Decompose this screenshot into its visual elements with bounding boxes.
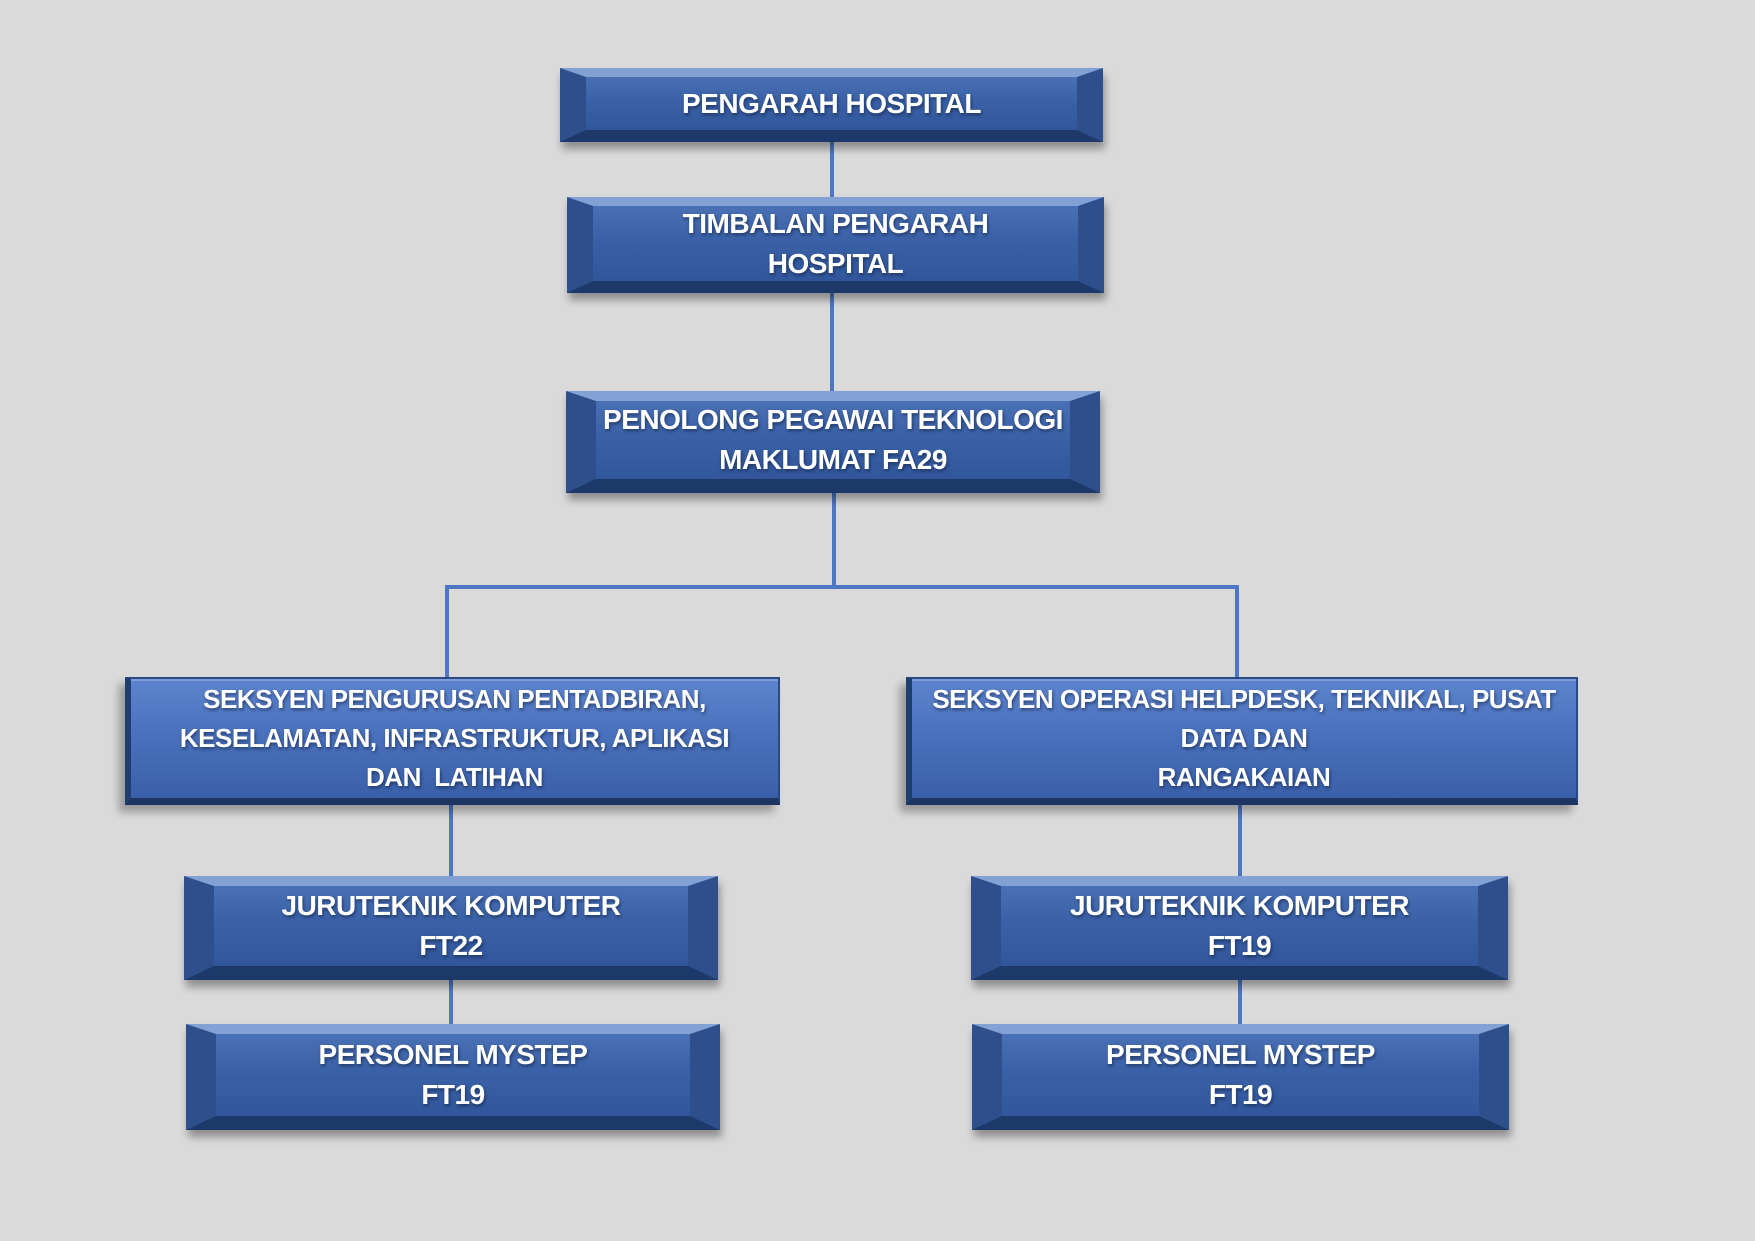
org-box-label: RANGAKAIAN <box>1157 762 1331 792</box>
org-box-label: HOSPITAL <box>767 247 904 279</box>
org-box-seksyen-operasi: SEKSYEN OPERASI HELPDESK, TEKNIKAL, PUSA… <box>906 677 1578 805</box>
org-box-label: TIMBALAN PENGARAH <box>682 207 989 239</box>
org-box-label: FT19 <box>1207 930 1272 961</box>
org-box-juruteknik-ft19: JURUTEKNIK KOMPUTER FT19 <box>971 876 1508 980</box>
org-box-label: DATA DAN <box>1180 723 1308 753</box>
org-box-label: SEKSYEN OPERASI HELPDESK, TEKNIKAL, PUSA… <box>932 684 1556 714</box>
org-box-timbalan-pengarah: TIMBALAN PENGARAH HOSPITAL <box>567 197 1104 293</box>
org-box-label: DAN LATIHAN <box>366 762 543 792</box>
connector-split-horizontal <box>445 585 1239 589</box>
org-box-label: PERSONEL MYSTEP <box>318 1039 588 1070</box>
org-box-label: KESELAMATAN, INFRASTRUKTUR, APLIKASI <box>179 723 730 753</box>
connector-seksyen-juruteknik-left <box>449 805 453 876</box>
org-box-label: PENOLONG PEGAWAI TEKNOLOGI <box>603 404 1063 435</box>
org-box-label: FT19 <box>421 1079 485 1110</box>
org-box-penolong-pegawai: PENOLONG PEGAWAI TEKNOLOGI MAKLUMAT FA29 <box>566 391 1100 493</box>
connector-juruteknik-personel-right <box>1238 980 1242 1024</box>
org-box-label: JURUTEKNIK KOMPUTER <box>281 890 621 921</box>
org-box-label: FT22 <box>419 930 483 961</box>
connector-juruteknik-personel-left <box>449 980 453 1024</box>
org-box-juruteknik-ft22: JURUTEKNIK KOMPUTER FT22 <box>184 876 718 980</box>
org-box-label: PERSONEL MYSTEP <box>1106 1039 1375 1070</box>
connector-penolong-split <box>832 493 836 585</box>
connector-split-left-drop <box>445 585 449 677</box>
org-box-pengarah-hospital: PENGARAH HOSPITAL <box>560 68 1103 142</box>
connector-pengarah-timbalan <box>830 142 834 197</box>
connector-seksyen-juruteknik-right <box>1238 805 1242 876</box>
org-box-personel-mystep-left: PERSONEL MYSTEP FT19 <box>186 1024 720 1130</box>
org-box-label: FT19 <box>1208 1079 1273 1110</box>
org-box-label: SEKSYEN PENGURUSAN PENTADBIRAN, <box>203 684 706 714</box>
org-box-label: PENGARAH HOSPITAL <box>682 87 982 119</box>
org-box-seksyen-pengurusan: SEKSYEN PENGURUSAN PENTADBIRAN, KESELAMA… <box>125 677 780 805</box>
org-box-label: MAKLUMAT FA29 <box>719 444 947 475</box>
connector-timbalan-penolong <box>830 293 834 391</box>
connector-split-right-drop <box>1235 585 1239 677</box>
org-box-label: JURUTEKNIK KOMPUTER <box>1070 890 1409 921</box>
org-box-personel-mystep-right: PERSONEL MYSTEP FT19 <box>972 1024 1509 1130</box>
